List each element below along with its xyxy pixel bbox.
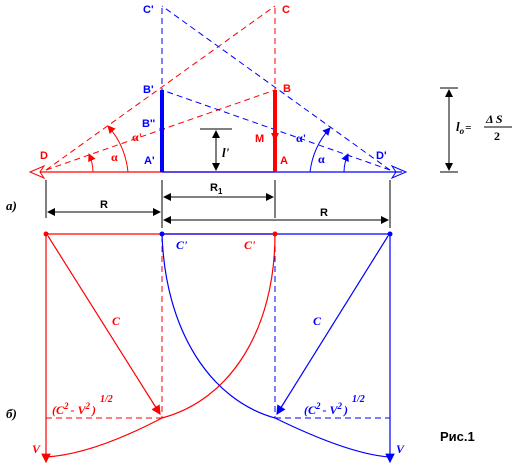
red-ray-d-to-c <box>45 5 276 171</box>
label-alpha-prime-left: α' <box>132 130 142 144</box>
b-label-c-prime-left: C' <box>176 238 188 252</box>
arc-alpha-left <box>88 153 96 173</box>
label-b-double-prime: B'' <box>142 118 156 130</box>
b-vector-c-right <box>276 235 389 416</box>
blue-ray-d-to-c <box>161 5 391 171</box>
b-curve-red <box>45 233 276 458</box>
b-label-c-left: C <box>112 314 121 328</box>
arc-alpha-right <box>341 153 349 173</box>
label-c-prime: C' <box>143 4 154 16</box>
caption-b: б) <box>6 406 17 421</box>
arrowhead-d <box>28 164 46 180</box>
b-dot-a <box>272 231 278 237</box>
label-a: A <box>280 155 288 167</box>
arrowhead-d-prime <box>390 164 408 180</box>
b-formula-right: (C2- V2)1/2 <box>304 394 365 417</box>
b-label-c-right: C <box>313 314 322 328</box>
arc-alpha-prime-left <box>107 125 129 173</box>
label-alpha-left: α <box>111 150 118 164</box>
label-l-prime: l' <box>222 145 230 160</box>
arc-alpha-prime-right <box>309 127 331 173</box>
b-label-v-right: V <box>396 442 405 456</box>
b-dot-right-top <box>387 231 393 237</box>
lo-formula-numerator: Δ S <box>485 112 503 126</box>
label-d: D <box>40 150 48 162</box>
label-alpha-right: α <box>318 152 325 166</box>
b-dot-left-top <box>43 231 49 237</box>
b-formula-left: (C2- V2)1/2 <box>52 394 113 417</box>
b-vector-c-left <box>47 235 161 416</box>
label-r-right: R <box>320 207 328 219</box>
part-a: C' C B' B B'' M D D' A' A l' α α' α α' а… <box>6 4 512 228</box>
label-a-prime: A' <box>144 155 155 167</box>
label-m: M <box>255 133 264 145</box>
lo-formula-lhs: lo= <box>456 119 471 136</box>
label-c: C <box>282 4 290 16</box>
point-b-double-prime <box>159 126 165 132</box>
figure-caption: Рис.1 <box>440 429 475 444</box>
b-curve-blue <box>161 233 391 458</box>
label-b-prime: B' <box>143 84 154 96</box>
part-b: C' C' C C V V (C2- V2)1/2 (C2- V2)1/2 б) <box>6 231 405 464</box>
lo-formula-denominator: 2 <box>494 129 500 143</box>
b-label-v-left: V <box>32 442 41 456</box>
label-alpha-prime-right: α' <box>296 131 306 145</box>
label-d-prime: D' <box>376 150 387 162</box>
label-b: B <box>283 83 291 95</box>
label-r-left: R <box>100 199 108 211</box>
caption-a: а) <box>6 198 17 213</box>
b-label-c-prime-right: C' <box>244 238 256 252</box>
label-r1: R1 <box>210 182 223 196</box>
b-dot-a-prime <box>159 231 165 237</box>
